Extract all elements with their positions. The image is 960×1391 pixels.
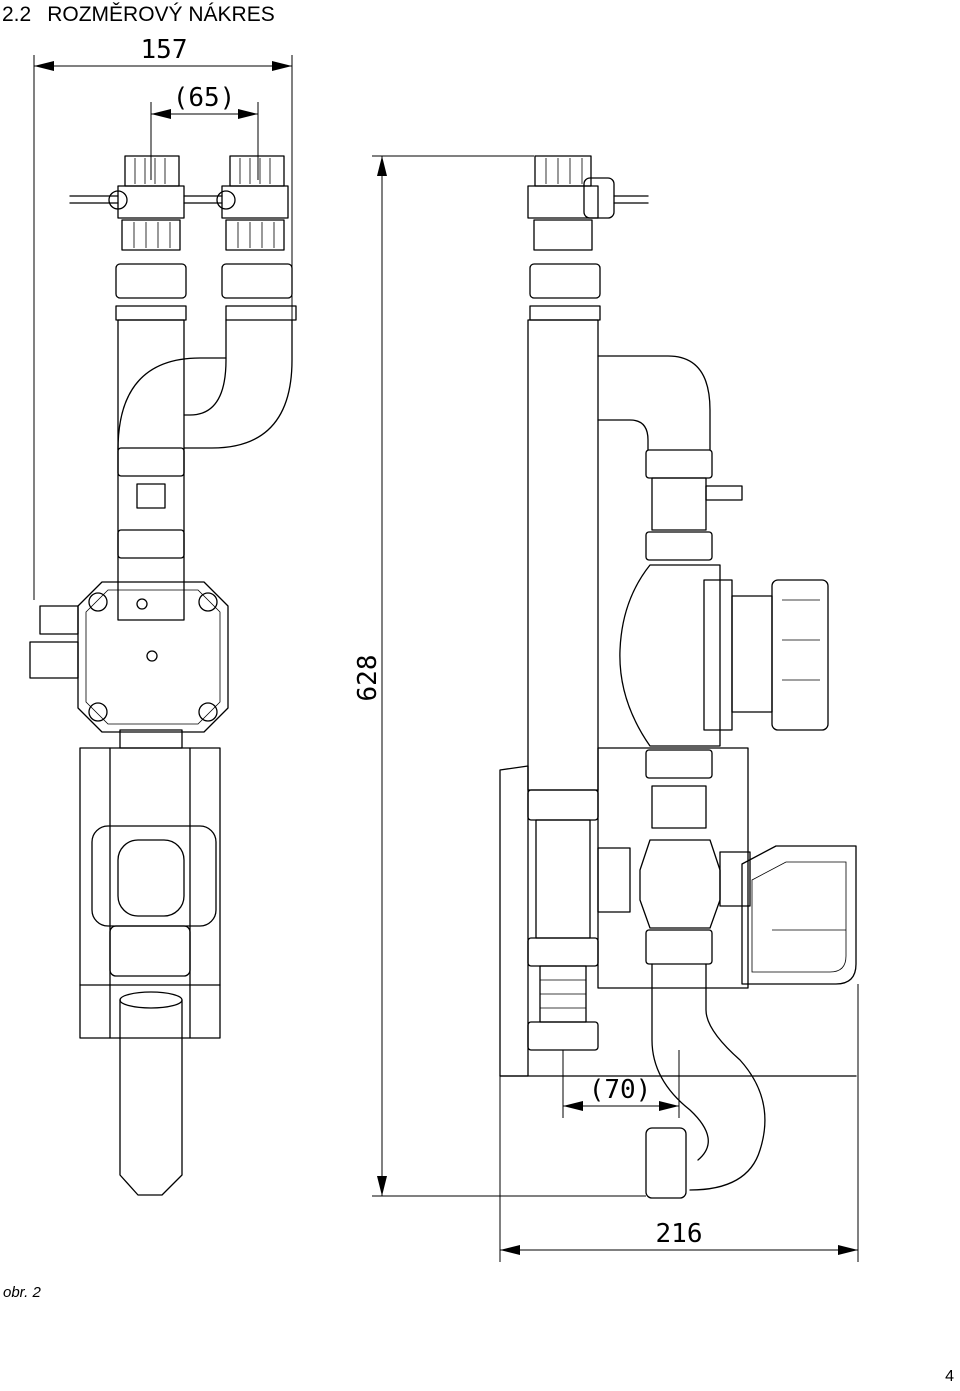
dimension-157: 157: [33, 35, 293, 600]
section-heading: 2.2 ROZMĚROVÝ NÁKRES: [2, 2, 275, 28]
dimension-65: (65): [150, 83, 259, 180]
side-actuator: [741, 845, 857, 985]
front-main-pipe: [117, 319, 185, 621]
front-ball-valve-left: [69, 155, 185, 251]
section-number: 2.2: [2, 3, 32, 26]
figure-caption: obr. 2: [3, 1284, 41, 1301]
side-outlet-pipe: [651, 963, 709, 1161]
side-mixing-block: [499, 747, 751, 1077]
front-nut-left: [115, 263, 187, 299]
side-pump: [619, 564, 829, 747]
dimension-70: (70): [562, 1050, 680, 1118]
dimension-label-216: 216: [656, 1219, 703, 1249]
front-pump: [29, 581, 229, 749]
front-outlet-pipe: [119, 999, 183, 1196]
front-mixing-block: [79, 747, 221, 1039]
front-view: [29, 155, 297, 1196]
section-title: ROZMĚROVÝ NÁKRES: [47, 3, 275, 26]
dimension-label-65: (65): [173, 83, 236, 113]
side-view: [499, 155, 857, 1199]
side-main-pipe: [527, 319, 599, 791]
dimension-label-157: 157: [141, 35, 188, 65]
dimension-label-628: 628: [353, 655, 383, 702]
dimension-628: 628: [353, 155, 646, 1197]
front-ball-valve-right: [183, 155, 289, 251]
page-number: 4: [945, 1368, 954, 1385]
dimension-label-70: (70): [589, 1075, 652, 1105]
dimension-216: 216: [499, 984, 859, 1262]
front-nut-right: [221, 263, 293, 299]
